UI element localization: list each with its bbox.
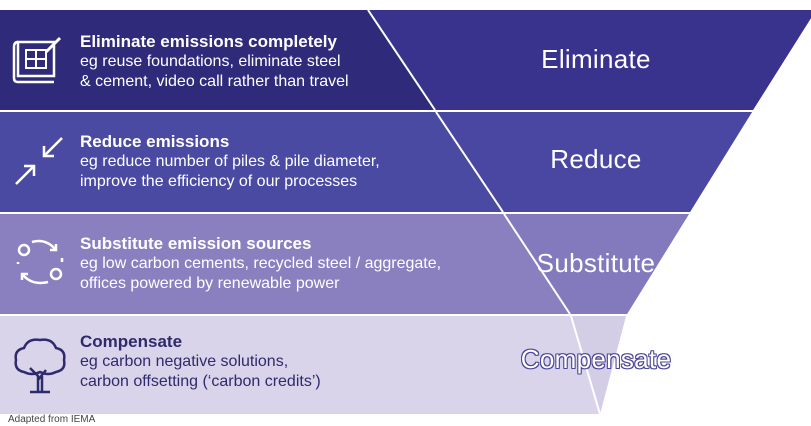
cycle-arrows-icon: [16, 239, 64, 285]
row-compensate-shape: [0, 316, 626, 414]
row-eliminate-shape: [0, 10, 811, 110]
row-substitute-text: Substitute emission sources eg low carbo…: [80, 234, 441, 294]
row-eliminate-text: Eliminate emissions completely eg reuse …: [80, 32, 349, 92]
tree-icon: [14, 338, 66, 394]
row-compensate: Compensate eg carbon negative solutions,…: [0, 316, 811, 414]
row-reduce: Reduce emissions eg reduce number of pil…: [0, 112, 811, 212]
source-footnote: Adapted from IEMA: [8, 414, 96, 425]
row-title: Compensate: [80, 332, 183, 351]
row-description: eg reuse foundations, eliminate steel & …: [80, 53, 349, 90]
stage-label: Reduce: [550, 144, 642, 174]
row-description: eg low carbon cements, recycled steel / …: [80, 255, 442, 292]
stage-label: Compensate: [520, 344, 672, 374]
row-title: Eliminate emissions completely: [80, 32, 337, 51]
row-eliminate: Eliminate emissions completely eg reuse …: [0, 10, 811, 110]
shrink-arrows-icon: [15, 137, 63, 185]
row-description: eg carbon negative solutions, carbon off…: [80, 353, 321, 390]
row-compensate-text: Compensate eg carbon negative solutions,…: [80, 332, 321, 392]
row-title: Reduce emissions: [80, 132, 230, 151]
stage-label: Eliminate: [541, 44, 651, 74]
row-reduce-shape: [0, 112, 752, 212]
blueprint-icon: [12, 36, 62, 84]
row-title: Substitute emission sources: [80, 234, 312, 253]
row-description: eg reduce number of piles & pile diamete…: [80, 153, 380, 190]
row-substitute: Substitute emission sources eg low carbo…: [0, 214, 811, 314]
row-reduce-text: Reduce emissions eg reduce number of pil…: [80, 132, 380, 192]
stage-label: Substitute: [536, 248, 656, 278]
row-substitute-shape: [0, 214, 689, 314]
